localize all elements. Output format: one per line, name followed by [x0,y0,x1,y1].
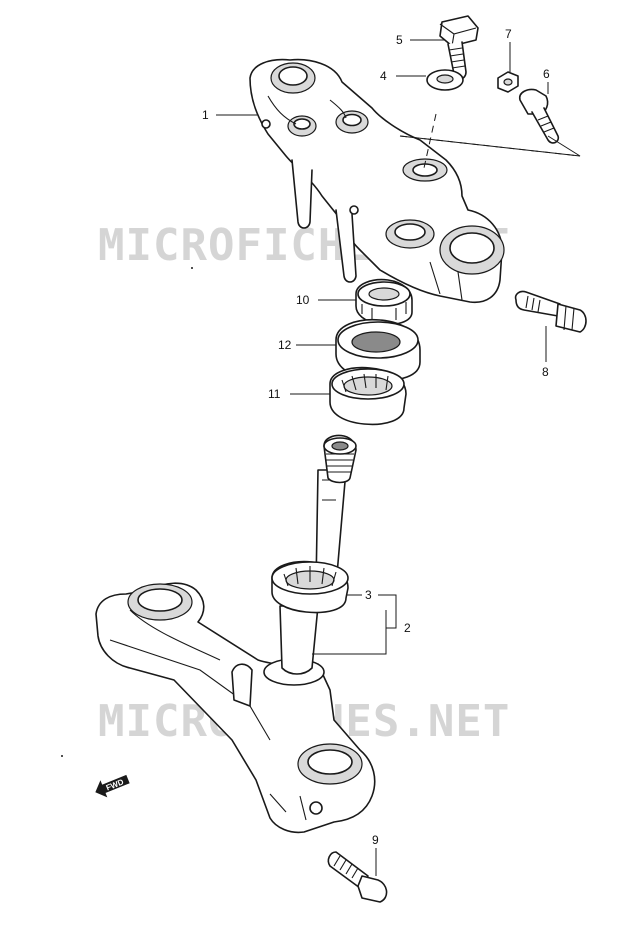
callout-numbers: 1 2 3 4 5 6 7 8 9 10 11 12 [202,27,550,847]
callout-7: 7 [505,27,512,41]
side-clamp-bolt [514,290,587,333]
callout-6: 6 [543,67,550,81]
callout-2: 2 [404,621,411,635]
callout-8: 8 [542,365,549,379]
upper-clamp-bolt [518,88,560,144]
leader-lines [216,39,581,876]
upper-bracket [249,58,505,304]
lower-clamp-bolt [327,851,388,903]
small-nut [497,71,519,93]
callout-3: 3 [365,588,372,602]
dust-seal [335,318,421,382]
callout-12: 12 [278,338,292,352]
callout-9: 9 [372,833,379,847]
lower-stem-bearing [271,560,349,614]
stem-head-bolt [439,15,479,80]
callout-5: 5 [396,33,403,47]
fwd-label: FWD [105,777,125,792]
forward-arrow-icon: FWD [95,774,130,798]
callout-10: 10 [296,293,310,307]
callout-1: 1 [202,108,209,122]
callout-4: 4 [380,69,387,83]
steering-stem-nut [355,278,413,326]
upper-stem-bearing [329,366,407,426]
stem-bolt-guide-line [423,113,437,169]
lower-bracket [95,434,376,834]
callout-11: 11 [268,387,281,401]
washer [426,69,464,91]
